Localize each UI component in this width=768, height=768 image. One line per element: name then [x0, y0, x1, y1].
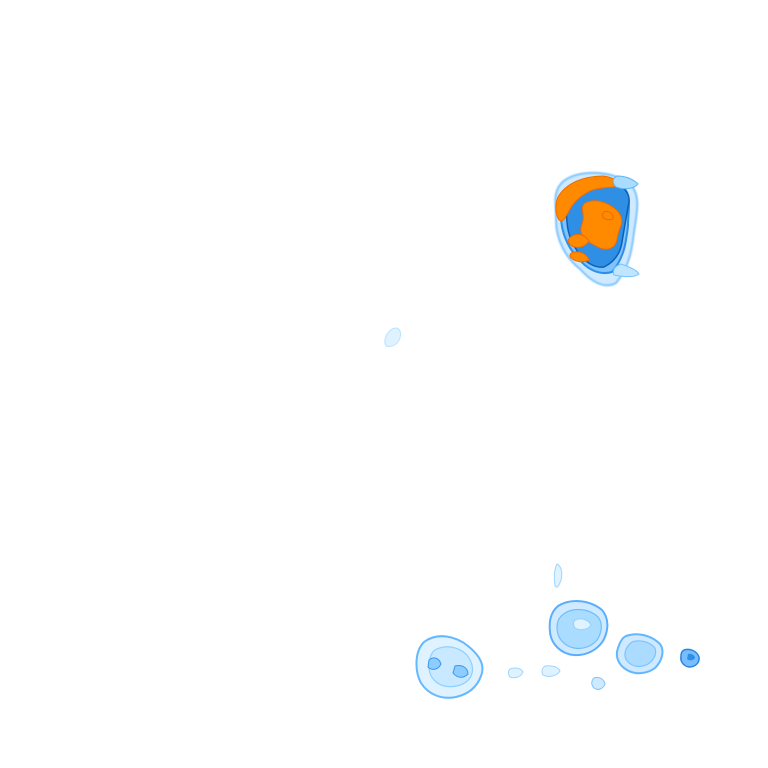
- hot-zone-west-arc: [555, 175, 621, 222]
- lower-return-small-a: [508, 667, 524, 679]
- hot-zone-west-fragment: [567, 233, 590, 248]
- lower-return-small-b: [541, 665, 561, 677]
- isolated-return-west: [384, 327, 401, 347]
- hot-zone-east-fragment: [601, 211, 614, 221]
- major-storm-cell: [554, 171, 640, 287]
- isolated-return-south-line: [553, 563, 563, 588]
- storm-cell-south-tail: [612, 263, 640, 278]
- lower-return-small-c: [591, 676, 606, 690]
- storm-cell-north-tail: [612, 175, 639, 190]
- lower-storm-cluster: [415, 600, 700, 699]
- hot-zone-south-fragment: [569, 251, 590, 263]
